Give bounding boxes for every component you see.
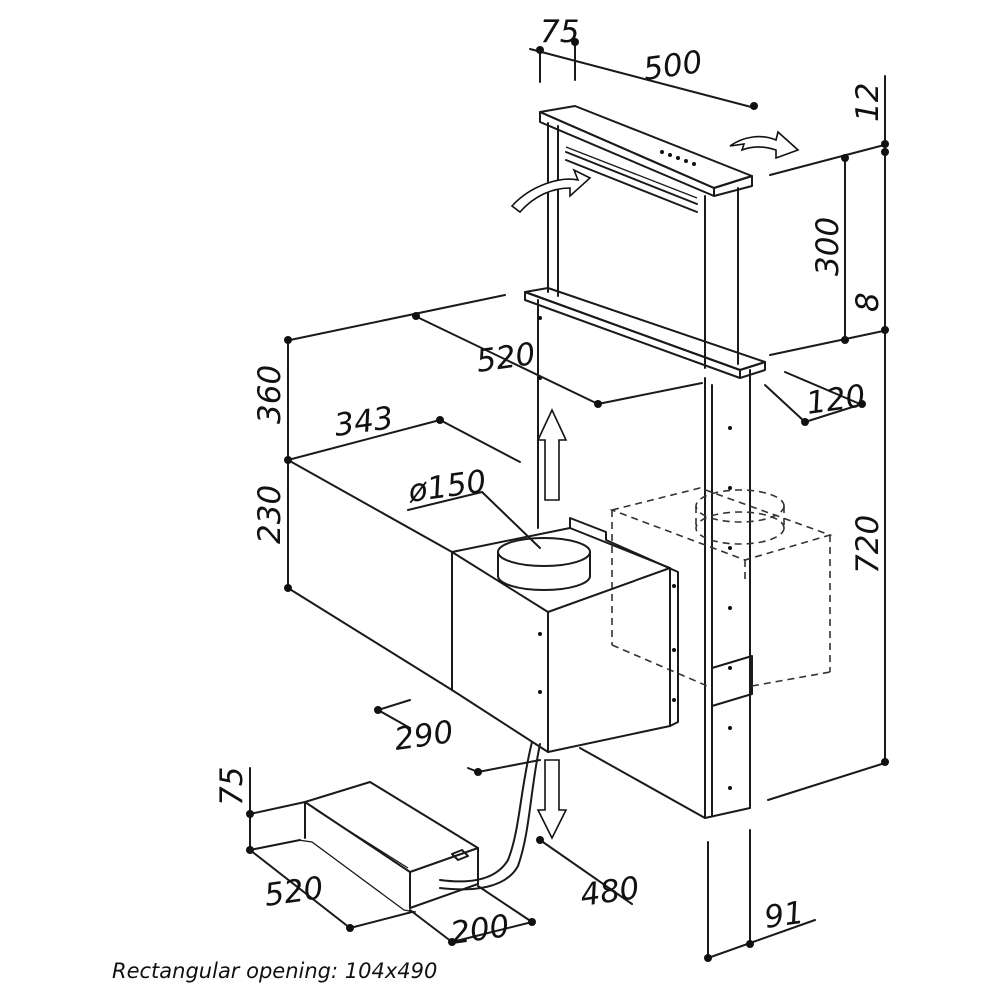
hood-top-cap	[539, 105, 753, 189]
dim-480: 480	[578, 870, 642, 914]
dim-230: 230	[252, 485, 288, 544]
dim-ø150: ø150	[405, 463, 488, 510]
airflow-arrow-icon	[729, 130, 800, 160]
dim-300: 300	[810, 217, 846, 276]
dim-290: 290	[392, 714, 456, 758]
dim-500: 500	[641, 44, 705, 88]
motor-box	[451, 517, 679, 753]
airflow-arrow-icon	[510, 168, 592, 214]
access-panel	[711, 655, 753, 707]
dim-75-bottom: 75	[214, 767, 250, 806]
dim-75-top: 75	[540, 14, 579, 50]
dim-720: 720	[850, 515, 886, 574]
dim-360: 360	[252, 365, 288, 424]
dimension-labels: 75 500 12 300 8 520 120 360 343 230 ø150…	[214, 14, 886, 952]
opening-note: Rectangular opening: 104x490	[112, 959, 437, 983]
dim-343: 343	[332, 400, 396, 444]
down-arrow-icon	[536, 759, 568, 840]
cable	[439, 741, 533, 883]
column-body	[537, 299, 753, 819]
duct-outlet	[497, 537, 591, 567]
alt-motor-dashed	[609, 487, 833, 689]
dim-200: 200	[448, 908, 512, 952]
dim-12: 12	[850, 83, 886, 122]
plenum-duct	[287, 459, 453, 691]
dim-120: 120	[804, 378, 868, 422]
up-arrow-icon	[536, 408, 568, 501]
dim-520-bottom: 520	[262, 870, 326, 914]
dim-8: 8	[850, 292, 886, 312]
hood-base-plate	[524, 287, 766, 371]
downdraft-top-unit	[524, 105, 766, 379]
dim-91: 91	[762, 895, 806, 936]
dim-520-top: 520	[474, 336, 538, 380]
control-box	[297, 781, 479, 913]
dimension-lines	[246, 38, 889, 962]
